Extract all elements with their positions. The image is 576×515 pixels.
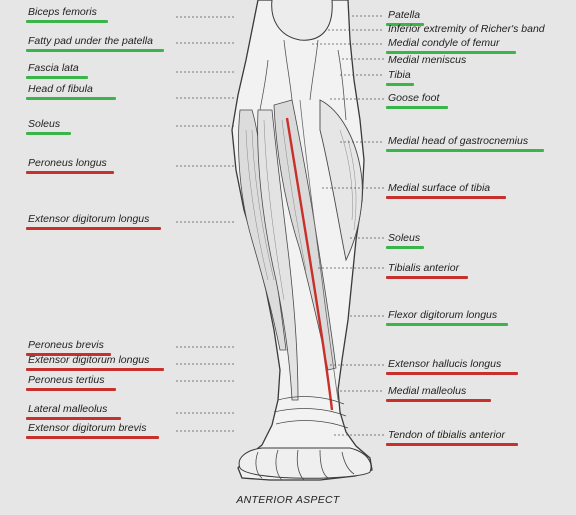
label-fatty-pad: Fatty pad under the patella [28, 35, 153, 47]
underline-medial-surface-tibia [386, 196, 506, 199]
label-peroneus-tertius: Peroneus tertius [28, 374, 105, 386]
underline-lateral-malleolus [26, 417, 121, 420]
label-medial-condyle: Medial condyle of femur [388, 37, 500, 49]
label-tibia: Tibia [388, 69, 411, 81]
underline-soleus-left [26, 132, 71, 135]
label-tendon-tibialis-anterior: Tendon of tibialis anterior [388, 429, 505, 441]
underline-extensor-digitorum-brevis [26, 436, 159, 439]
underline-tendon-tibialis-anterior [386, 443, 518, 446]
label-tibialis-anterior: Tibialis anterior [388, 262, 460, 274]
underline-tibia [386, 83, 414, 86]
gastrocnemius-shape [319, 99, 363, 262]
extensor-muscle-shape [257, 109, 299, 401]
underline-peroneus-longus [26, 171, 114, 174]
patella-shape [271, 0, 333, 41]
toe-lines [255, 449, 355, 481]
muscle-striations [245, 119, 357, 301]
label-medial-head-gastrocnemius: Medial head of gastrocnemius [388, 135, 529, 147]
label-lateral-malleolus: Lateral malleolus [28, 403, 108, 415]
underline-fascia-lata [26, 76, 88, 79]
label-extensor-hallucis-longus: Extensor hallucis longus [388, 358, 502, 370]
label-patella: Patella [388, 9, 421, 21]
underline-fatty-pad [26, 49, 164, 52]
label-richer-band: Inferior extremity of Richer's band [388, 23, 545, 35]
underline-extensor-digitorum-longus [26, 227, 161, 230]
underline-peroneus-tertius [26, 388, 116, 391]
underline-goose-foot [386, 106, 448, 109]
underline-patella [386, 23, 424, 26]
label-soleus-right: Soleus [388, 232, 421, 244]
underline-tibialis-anterior [386, 276, 468, 279]
ankle-retinaculum [273, 396, 349, 429]
label-extensor-digitorum-longus: Extensor digitorum longus [28, 213, 150, 225]
tibialis-tendon-highlight [285, 117, 334, 411]
label-extensor-digitorum-longus-2: Extensor digitorum longus [28, 354, 150, 366]
underline-soleus-right [386, 246, 424, 249]
knee-tendon-lines [257, 39, 347, 121]
underline-extensor-hallucis-longus [386, 372, 518, 375]
label-head-of-fibula: Head of fibula [28, 83, 93, 95]
label-medial-surface-tibia: Medial surface of tibia [388, 182, 491, 194]
leader-lines [176, 15, 384, 436]
underline-extensor-digitorum-longus-2 [26, 368, 164, 371]
tibia-edge [299, 99, 339, 401]
underline-medial-condyle [386, 51, 516, 54]
label-peroneus-brevis: Peroneus brevis [28, 339, 104, 351]
underline-medial-malleolus [386, 399, 491, 402]
label-biceps-femoris: Biceps femoris [28, 6, 97, 18]
underline-medial-head-gastrocnemius [386, 149, 544, 152]
underline-peroneus-brevis [26, 353, 111, 356]
underline-head-of-fibula [26, 97, 116, 100]
label-goose-foot: Goose foot [388, 92, 440, 104]
label-flexor-digitorum-longus: Flexor digitorum longus [388, 309, 498, 321]
figure-caption: ANTERIOR ASPECT [236, 494, 340, 506]
label-extensor-digitorum-brevis: Extensor digitorum brevis [28, 422, 147, 434]
underline-biceps-femoris [26, 20, 108, 23]
foot-shape [238, 447, 372, 479]
label-medial-meniscus: Medial meniscus [388, 54, 467, 66]
underline-flexor-digitorum-longus [386, 323, 508, 326]
label-peroneus-longus: Peroneus longus [28, 157, 107, 169]
label-medial-malleolus: Medial malleolus [388, 385, 467, 397]
label-fascia-lata: Fascia lata [28, 62, 79, 74]
label-soleus-left: Soleus [28, 118, 61, 130]
